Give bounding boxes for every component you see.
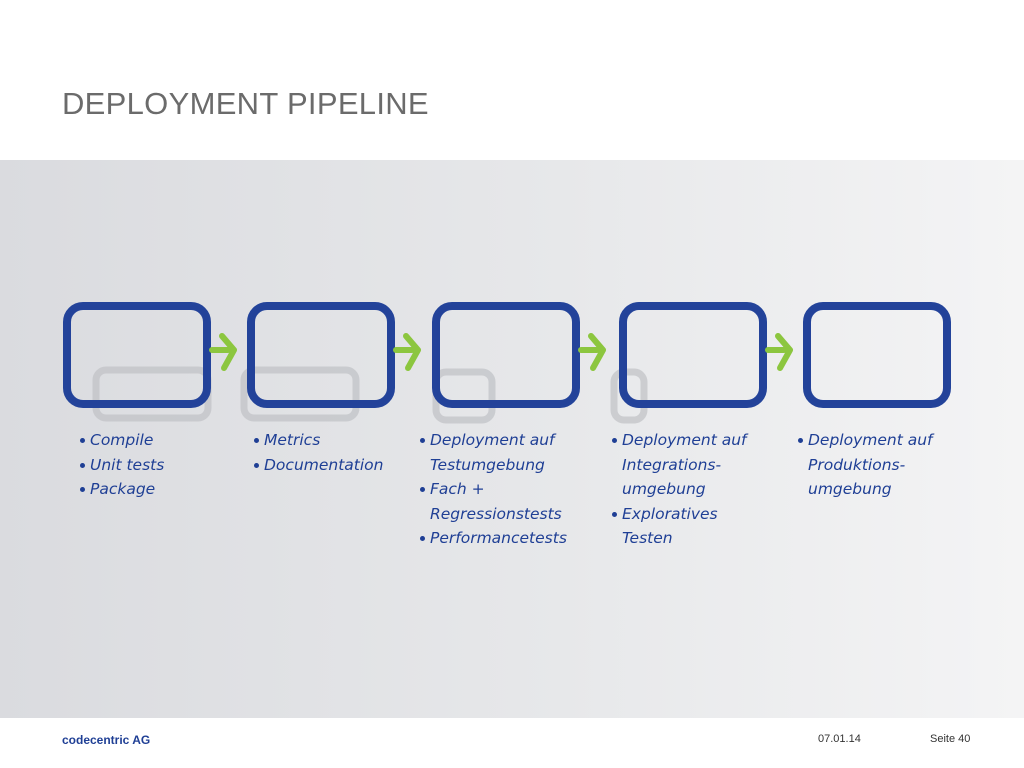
list-item-text: Compile [90,431,154,449]
page-title: DEPLOYMENT PIPELINE [62,86,429,121]
list-item-text: Integrations- [622,455,722,474]
list-item: Metrics [254,428,384,453]
stage-box-3 [432,302,580,408]
list-item-text: Testen [622,529,673,547]
stage-box-2 [247,302,395,408]
list-item: Fach + Regressionstests [420,477,567,526]
list-item-text: Deployment auf [808,431,933,449]
arrow-2-to-3 [393,333,421,371]
list-item-text: umgebung [622,480,706,498]
shadow-box-4 [610,368,648,424]
list-item-text: Performancetests [430,529,567,547]
shadow-box-1 [92,366,212,422]
pipeline-diagram [63,302,951,424]
list-item-text: Deployment auf [430,431,555,449]
list-item-text: Regressionstests [430,504,562,523]
list-item-text: Exploratives [622,504,718,523]
list-item: Documentation [254,453,384,478]
list-item: Performancetests [420,526,567,551]
stage-box-1 [63,302,211,408]
arrow-3-to-4 [578,333,606,371]
list-item-text: umgebung [808,480,892,498]
list-item: Compile [80,428,164,453]
list-item-text: Package [90,480,156,498]
list-item-text: Fach + [430,480,485,498]
list-item-text: Unit tests [90,455,165,474]
list-item-text: Documentation [264,455,384,474]
arrow-1-to-2 [209,333,237,371]
list-item-text: Testumgebung [430,455,545,474]
list-item: Package [80,477,164,502]
footer-company: codecentric AG [62,733,151,747]
stage-box-4 [619,302,767,408]
list-item-text: Deployment auf [622,431,747,449]
list-item: Unit tests [80,453,164,478]
list-item-text: Metrics [264,431,321,449]
footer-page-number: Seite 40 [930,733,971,745]
stage-box-5 [803,302,951,408]
footer-date: 07.01.14 [818,733,861,745]
arrow-4-to-5 [765,333,793,371]
list-item-text: Produktions- [808,455,906,474]
shadow-box-3 [432,368,496,424]
shadow-box-2 [240,366,360,422]
